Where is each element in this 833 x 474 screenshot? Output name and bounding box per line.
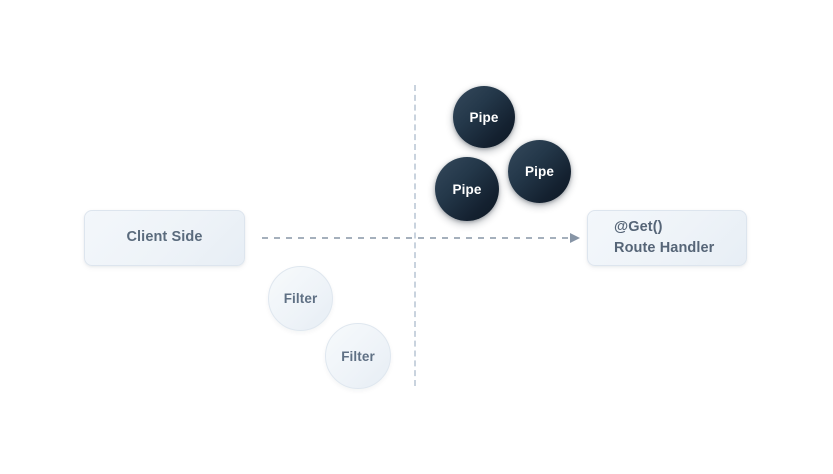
filter-label-2: Filter bbox=[341, 348, 375, 364]
route-handler-label: @Get() Route Handler bbox=[614, 218, 715, 256]
pipe-circle-3[interactable]: Pipe bbox=[435, 157, 499, 221]
filter-circle-2[interactable]: Filter bbox=[325, 323, 391, 389]
pipe-circle-1[interactable]: Pipe bbox=[453, 86, 515, 148]
flow-arrow bbox=[262, 233, 580, 243]
flow-arrow-head bbox=[570, 233, 580, 243]
pipe-label-3: Pipe bbox=[452, 181, 482, 197]
client-side-box[interactable]: Client Side bbox=[84, 210, 245, 266]
filter-label-1: Filter bbox=[283, 291, 318, 306]
pipe-circle-2[interactable]: Pipe bbox=[508, 140, 571, 203]
pipe-label-1: Pipe bbox=[469, 109, 499, 125]
route-handler-box[interactable]: @Get() Route Handler bbox=[587, 210, 747, 266]
filter-circle-1[interactable]: Filter bbox=[268, 266, 333, 331]
pipe-label-2: Pipe bbox=[525, 164, 554, 179]
vertical-dashed-divider bbox=[414, 85, 416, 386]
client-side-label: Client Side bbox=[126, 229, 203, 246]
